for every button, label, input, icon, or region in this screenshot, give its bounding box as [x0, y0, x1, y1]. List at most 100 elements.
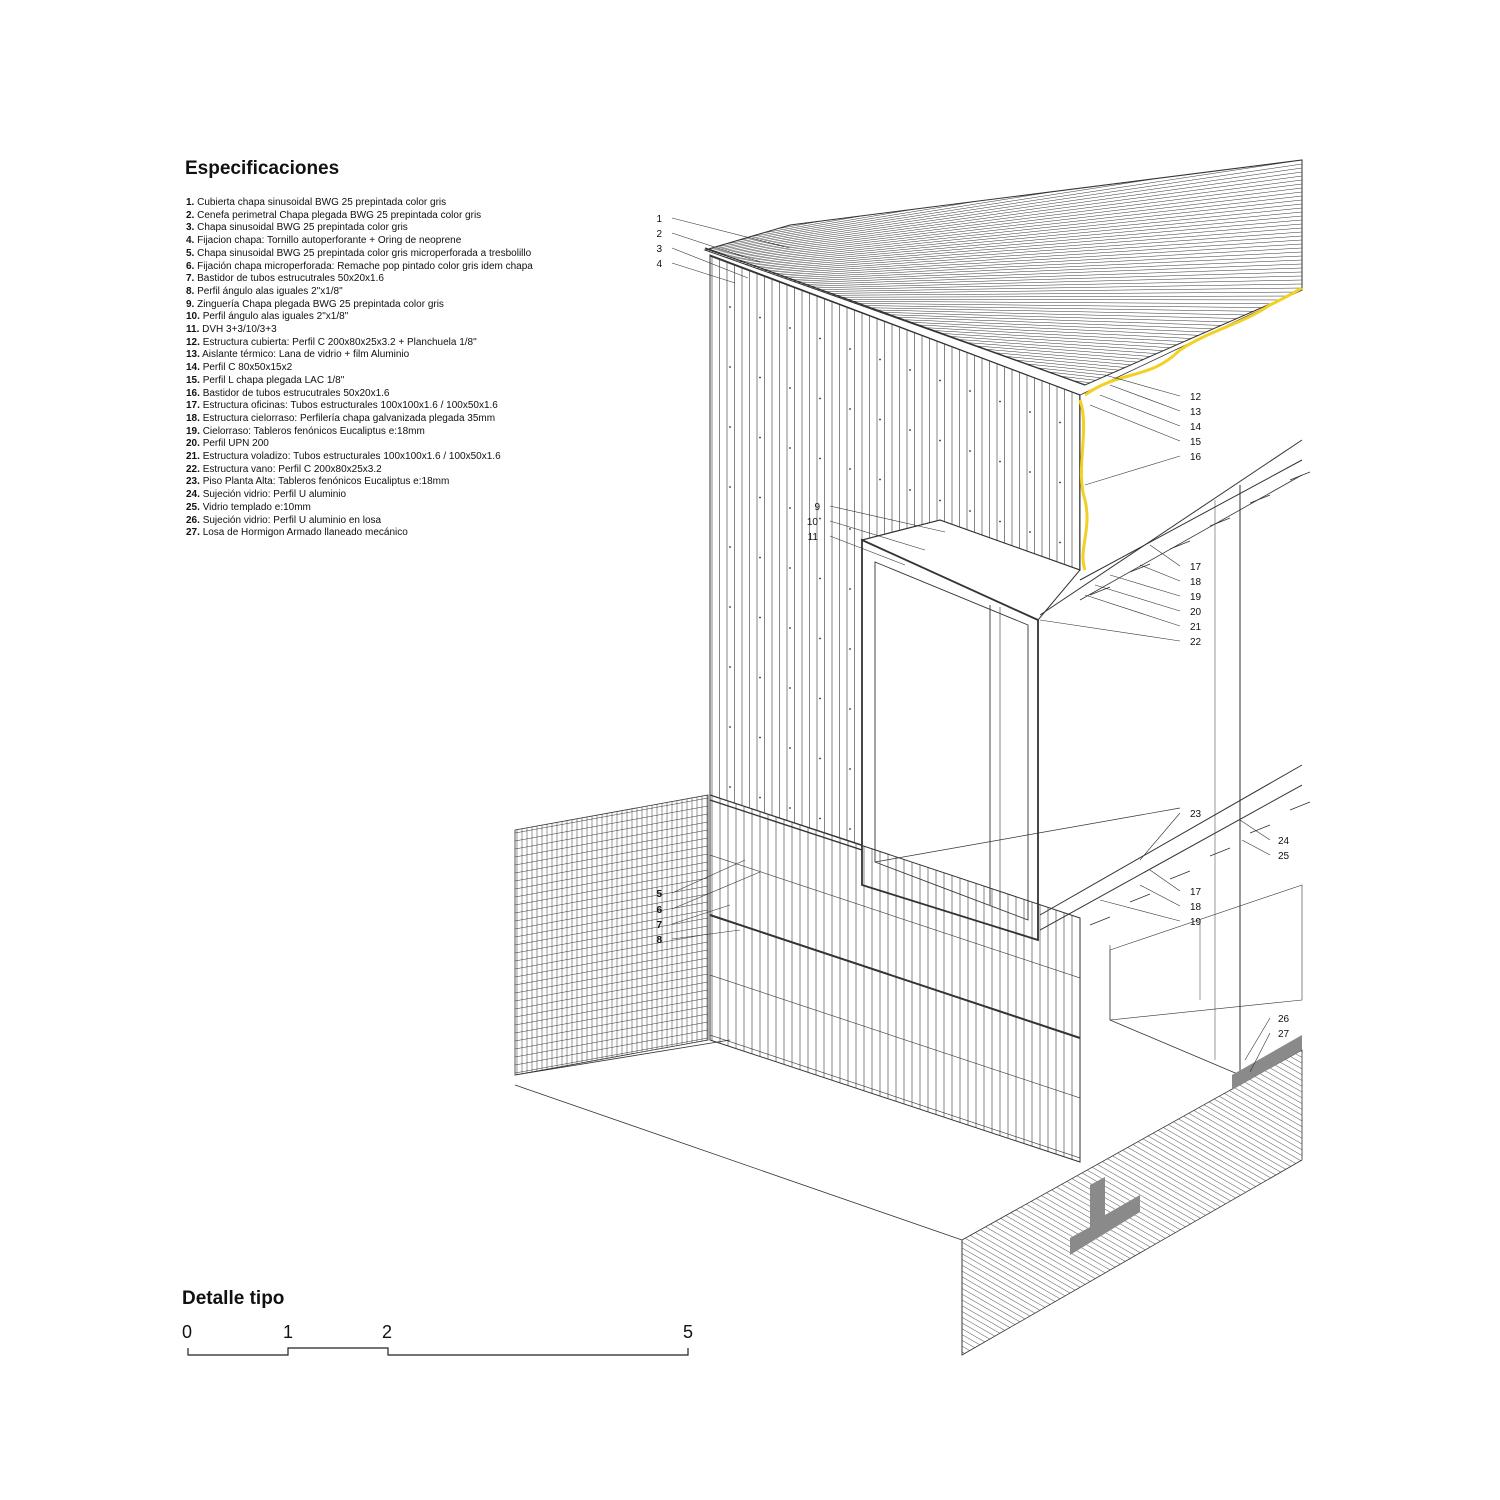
spec-item-text: Losa de Hormigon Armado llaneado mecánic… — [202, 527, 408, 539]
spec-item: 27. Losa de Hormigon Armado llaneado mec… — [186, 527, 606, 540]
spec-item-text: Perfil L chapa plegada LAC 1/8" — [202, 374, 345, 386]
callout-numbers: 1234910115678121314151617181920212223242… — [656, 214, 1289, 1040]
spec-item-text: Fijación chapa microperforada: Remache p… — [197, 260, 533, 272]
spec-item-text: Cielorraso: Tableros fenónicos Eucaliptu… — [202, 425, 425, 437]
spec-item-number: 18. — [186, 412, 200, 424]
spec-item: 11. DVH 3+3/10/3+3 — [186, 324, 606, 337]
spec-item: 5. Chapa sinusoidal BWG 25 prepintada co… — [186, 248, 606, 261]
callout-number: 15 — [1190, 437, 1202, 448]
spec-item: 1. Cubierta chapa sinusoidal BWG 25 prep… — [186, 197, 606, 210]
callout-number: 27 — [1278, 1029, 1290, 1040]
spec-item-number: 14. — [186, 362, 200, 374]
spec-item-text: Fijacion chapa: Tornillo autoperforante … — [197, 235, 462, 247]
spec-item: 25. Vidrio templado e:10mm — [186, 502, 606, 515]
spec-item: 14. Perfil C 80x50x15x2 — [186, 362, 606, 375]
spec-item-number: 20. — [186, 438, 200, 450]
spec-item-number: 10. — [186, 311, 200, 323]
scale-label-0: 0 — [182, 1322, 192, 1342]
callout-leader — [1249, 1032, 1271, 1073]
spec-item: 7. Bastidor de tubos estrucutrales 50x20… — [186, 273, 606, 286]
scale-label-1: 1 — [283, 1322, 293, 1342]
spec-item-number: 3. — [186, 222, 195, 234]
callout-number: 21 — [1190, 622, 1202, 633]
callout-leader — [671, 262, 736, 284]
window-frame-outer — [861, 538, 1039, 942]
perforated-cladding — [709, 794, 1081, 1163]
callout-leader — [1084, 455, 1181, 486]
footing-section — [1070, 1177, 1140, 1255]
callout-leader — [1084, 594, 1181, 627]
spec-item-text: Chapa sinusoidal BWG 25 prepintada color… — [197, 247, 532, 259]
callout-number: 13 — [1190, 407, 1202, 418]
spec-item: 13. Aislante térmico: Lana de vidrio + f… — [186, 349, 606, 362]
callout-leader — [671, 929, 741, 940]
slab-section — [1232, 1035, 1302, 1090]
callout-number: 19 — [1190, 917, 1202, 928]
spec-item-text: Zinguería Chapa plegada BWG 25 prepintad… — [197, 298, 444, 310]
callout-leader — [829, 520, 926, 551]
callout-leader — [829, 505, 946, 533]
callout-number: 16 — [1190, 452, 1202, 463]
spec-item-text: Sujeción vidrio: Perfil U aluminio — [202, 489, 347, 501]
spec-item-number: 13. — [186, 349, 200, 361]
callout-leader — [1139, 812, 1181, 861]
spec-item-number: 27. — [186, 527, 200, 539]
callout-number: 14 — [1190, 422, 1202, 433]
spec-item-text: Estructura cubierta: Perfil C 200x80x25x… — [202, 336, 477, 348]
callout-number: 5 — [656, 889, 662, 900]
spec-item-number: 23. — [186, 476, 200, 488]
spec-item: 20. Perfil UPN 200 — [186, 438, 606, 451]
window-frame-inner — [874, 561, 1029, 921]
callout-number: 8 — [656, 935, 662, 946]
spec-item-number: 19. — [186, 425, 200, 437]
callout-leader — [1109, 574, 1181, 597]
spec-item: 22. Estructura vano: Perfil C 200x80x25x… — [186, 464, 606, 477]
spec-item: 10. Perfil ángulo alas iguales 2"x1/8" — [186, 311, 606, 324]
spec-item: 12. Estructura cubierta: Perfil C 200x80… — [186, 337, 606, 350]
callout-number: 17 — [1190, 562, 1202, 573]
callout-leader — [1099, 394, 1181, 427]
spec-item-text: Sujeción vidrio: Perfil U aluminio en lo… — [202, 514, 382, 526]
callout-number: 23 — [1190, 809, 1202, 820]
spec-item-text: Estructura cielorraso: Perfilería chapa … — [202, 412, 496, 424]
spec-item-text: DVH 3+3/10/3+3 — [202, 324, 277, 336]
spec-item: 16. Bastidor de tubos estrucutrales 50x2… — [186, 388, 606, 401]
spec-item: 18. Estructura cielorraso: Perfilería ch… — [186, 413, 606, 426]
spec-item-number: 2. — [186, 209, 195, 221]
spec-item-number: 26. — [186, 514, 200, 526]
scale-label-5: 5 — [683, 1322, 693, 1342]
callout-leaders — [671, 217, 1271, 1073]
detail-title: Detalle tipo — [182, 1288, 285, 1309]
callout-number: 1 — [656, 214, 662, 225]
spec-item-text: Estructura voladizo: Tubos estructurales… — [202, 451, 501, 463]
callout-leader — [671, 217, 791, 249]
spec-item-number: 17. — [186, 400, 200, 412]
callout-leader — [1139, 884, 1181, 907]
callout-number: 19 — [1190, 592, 1202, 603]
callout-leader — [829, 535, 906, 566]
callout-leader — [671, 871, 761, 910]
spec-item: 26. Sujeción vidrio: Perfil U aluminio e… — [186, 515, 606, 528]
spec-item-text: Chapa sinusoidal BWG 25 prepintada color… — [197, 222, 408, 234]
callout-leader — [1149, 869, 1181, 892]
spec-item-number: 9. — [186, 298, 195, 310]
callout-leader — [671, 247, 749, 279]
callout-leader — [1149, 544, 1181, 567]
scale-bar: 0 1 2 5 — [182, 1322, 693, 1356]
spec-item: 2. Cenefa perimetral Chapa plegada BWG 2… — [186, 210, 606, 223]
callout-leader — [671, 232, 761, 263]
callout-number: 9 — [814, 502, 820, 513]
spec-item: 9. Zinguería Chapa plegada BWG 25 prepin… — [186, 299, 606, 312]
spec-item-number: 24. — [186, 489, 200, 501]
spec-item-text: Perfil ángulo alas iguales 2"x1/8" — [202, 311, 349, 323]
spec-item-number: 25. — [186, 501, 200, 513]
callout-leader — [1239, 819, 1271, 841]
callout-leader — [1089, 404, 1181, 442]
spec-item-text: Piso Planta Alta: Tableros fenónicos Euc… — [202, 476, 450, 488]
spec-item-text: Cenefa perimetral Chapa plegada BWG 25 p… — [197, 209, 482, 221]
spec-item-number: 11. — [186, 324, 200, 336]
callout-leader — [1241, 839, 1271, 856]
callout-leader — [671, 859, 746, 894]
spec-item-text: Estructura oficinas: Tubos estructurales… — [202, 400, 498, 412]
spec-item-number: 21. — [186, 451, 200, 463]
